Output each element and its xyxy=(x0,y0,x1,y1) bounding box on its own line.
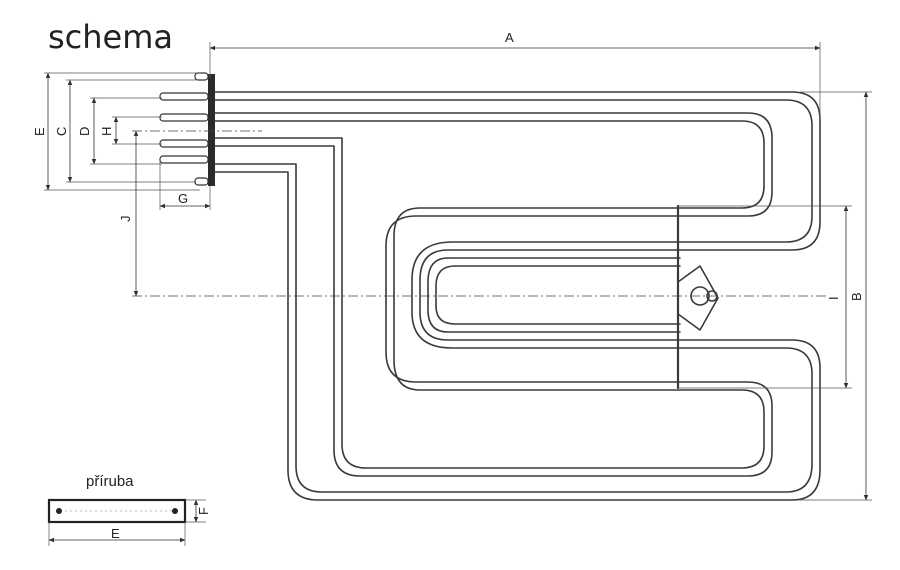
label-g: G xyxy=(178,191,188,206)
flange-hole-left xyxy=(56,508,62,514)
flange-label-e: E xyxy=(111,526,120,541)
flange-detail: příruba E F xyxy=(47,473,211,546)
dimension-g: G xyxy=(159,160,211,210)
dimension-d: D xyxy=(77,97,162,165)
heating-tube-outer xyxy=(214,91,821,501)
support-bracket xyxy=(676,204,719,390)
diagram-title: schema xyxy=(48,18,173,56)
dimension-e: E xyxy=(32,72,200,191)
label-i: I xyxy=(826,296,841,300)
terminal-flange xyxy=(159,72,215,186)
dimension-i: I xyxy=(678,205,852,389)
dimension-a: A xyxy=(209,30,821,120)
flange-label-f: F xyxy=(196,507,211,515)
heating-tube-inner xyxy=(214,112,773,477)
dimension-b: B xyxy=(800,91,872,501)
label-b: B xyxy=(849,292,864,301)
label-j: J xyxy=(118,216,133,223)
dimension-c: C xyxy=(54,79,196,183)
label-a: A xyxy=(505,30,514,45)
flange-plate xyxy=(47,498,187,524)
flange-title: příruba xyxy=(86,473,134,490)
label-d: D xyxy=(77,127,92,136)
label-h: H xyxy=(99,127,114,136)
label-e: E xyxy=(32,127,47,136)
label-c: C xyxy=(54,127,69,136)
dimension-h: H xyxy=(99,116,162,145)
dimension-j: J xyxy=(118,130,828,297)
flange-hole-right xyxy=(172,508,178,514)
